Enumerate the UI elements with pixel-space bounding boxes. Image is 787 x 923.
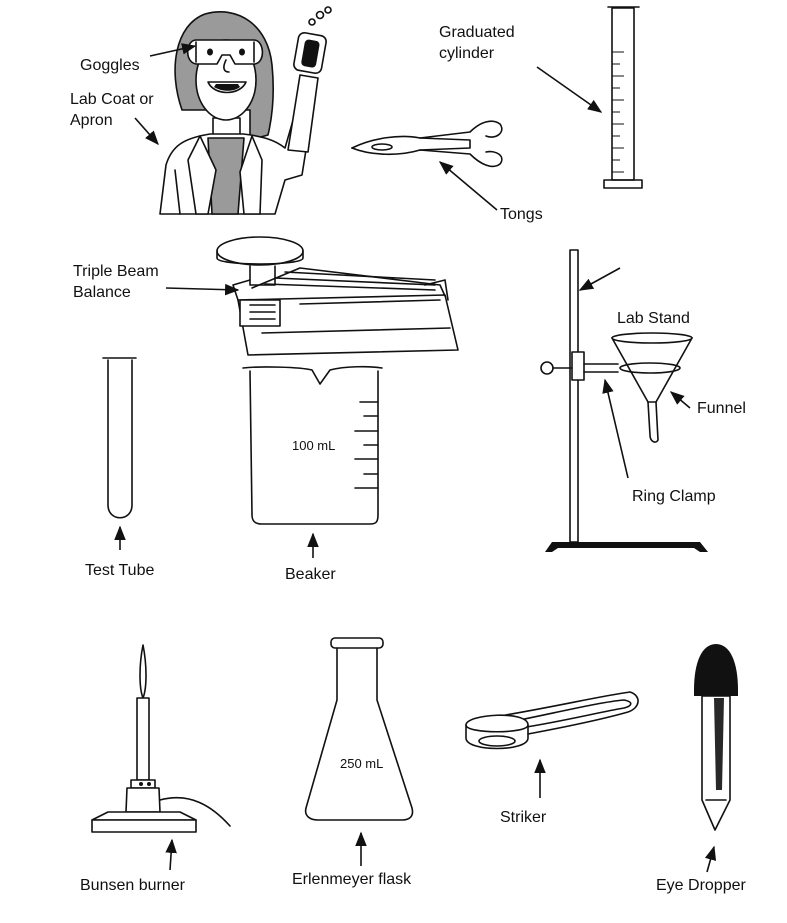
- bunsen-burner-drawing: [91, 644, 231, 833]
- flask-volume-mark: 250 mL: [340, 756, 383, 771]
- label-tongs: Tongs: [500, 206, 543, 223]
- label-goggles: Goggles: [80, 57, 140, 74]
- label-striker: Striker: [500, 809, 547, 826]
- beaker-volume-mark: 100 mL: [292, 438, 335, 453]
- label-lab-coat: Lab Coat or Apron: [70, 91, 154, 129]
- lab-stand-drawing: [540, 249, 708, 552]
- label-beaker: Beaker: [285, 566, 336, 583]
- test-tube-drawing: [102, 357, 137, 519]
- label-erlenmeyer-flask: Erlenmeyer flask: [292, 871, 412, 888]
- eye-dropper-drawing: [694, 644, 738, 831]
- label-triple-beam-balance: Triple Beam Balance: [73, 263, 159, 301]
- scientist-illustration: [159, 6, 332, 215]
- label-funnel: Funnel: [697, 400, 746, 417]
- beaker-drawing: 100 mL: [242, 365, 383, 525]
- label-eye-dropper: Eye Dropper: [656, 877, 746, 894]
- label-graduated-cylinder: Graduated cylinder: [439, 24, 515, 62]
- label-ring-clamp: Ring Clamp: [632, 488, 716, 505]
- label-lab-stand: Lab Stand: [617, 310, 690, 327]
- striker-drawing: [465, 691, 639, 750]
- erlenmeyer-flask-drawing: 250 mL: [304, 637, 414, 821]
- tongs-drawing: [351, 120, 503, 168]
- graduated-cylinder-drawing: [603, 6, 643, 189]
- label-bunsen-burner: Bunsen burner: [80, 877, 185, 894]
- pointer-arrows: [114, 43, 717, 873]
- label-test-tube: Test Tube: [85, 562, 155, 579]
- triple-beam-balance-drawing: [216, 236, 459, 356]
